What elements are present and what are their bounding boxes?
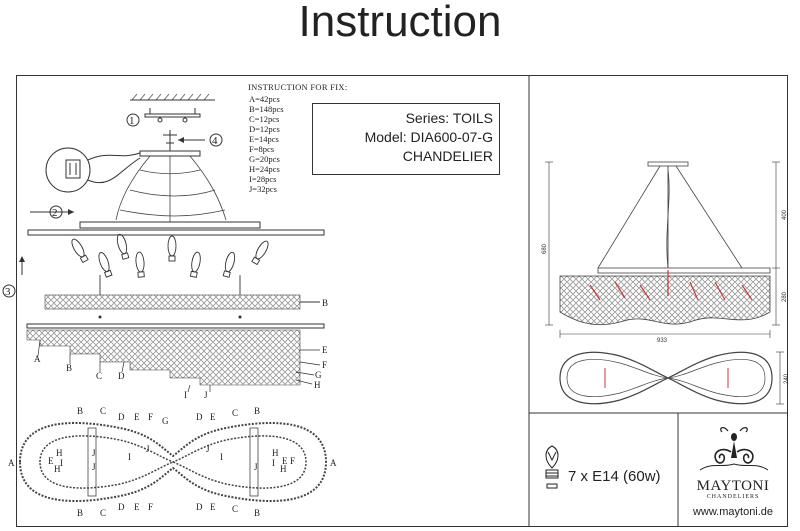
sheet-frame — [16, 75, 788, 527]
svg-text:I: I — [220, 452, 223, 462]
svg-text:B: B — [77, 508, 83, 518]
svg-text:C: C — [232, 408, 238, 418]
svg-text:J: J — [146, 444, 150, 454]
part-item: D=12pcs — [249, 124, 280, 134]
part-item: F=8pcs — [249, 144, 275, 154]
svg-text:H: H — [280, 464, 287, 474]
bulb-icon — [545, 445, 559, 489]
svg-text:J: J — [254, 462, 258, 472]
plan-view — [559, 351, 784, 405]
suspension-lines — [115, 155, 227, 222]
svg-text:D: D — [118, 412, 125, 422]
label-f: F — [322, 360, 327, 370]
dim-body: 280 — [782, 291, 788, 302]
svg-text:A: A — [330, 458, 337, 468]
page-title: Instruction — [298, 0, 502, 46]
svg-text:E: E — [134, 502, 140, 512]
svg-text:E: E — [210, 412, 216, 422]
step-2-label: 2 — [52, 207, 58, 219]
type-text: CHANDELIER — [402, 148, 493, 164]
part-item: B=148pcs — [249, 104, 284, 114]
svg-text:E: E — [282, 456, 288, 466]
svg-text:D: D — [196, 502, 203, 512]
label-i: I — [184, 390, 187, 400]
part-item: A=42pcs — [249, 94, 280, 104]
svg-text:A: A — [8, 458, 15, 468]
svg-text:J: J — [92, 448, 96, 458]
step3-marker: 3 — [2, 256, 25, 298]
svg-text:G: G — [162, 416, 169, 426]
label-e: E — [322, 345, 328, 355]
dim-depth: 240 — [784, 373, 790, 384]
label-j: J — [204, 390, 208, 400]
svg-text:C: C — [100, 406, 106, 416]
step-4-label: 4 — [212, 135, 218, 147]
front-dimensions — [545, 161, 780, 338]
candle-bulbs — [71, 233, 269, 295]
svg-text:I: I — [128, 452, 131, 462]
svg-text:I: I — [60, 458, 63, 468]
part-item: C=12pcs — [249, 114, 280, 124]
bulb-spec: 7 x E14 (60w) — [568, 468, 661, 485]
svg-text:B: B — [254, 406, 260, 416]
label-g: G — [315, 370, 322, 380]
part-item: I=28pcs — [249, 174, 277, 184]
part-item: H=24pcs — [249, 164, 280, 174]
model-text: Model: DIA600-07-G — [364, 129, 493, 145]
svg-text:H: H — [56, 448, 63, 458]
svg-text:H: H — [54, 464, 61, 474]
crystal-band-b: B — [44, 294, 328, 319]
step-3-label: 3 — [5, 286, 11, 298]
step-1-label: 1 — [129, 115, 135, 127]
part-item: J=32pcs — [249, 184, 277, 194]
part-item: G=20pcs — [249, 154, 280, 164]
bulb-marks — [589, 270, 753, 301]
label-b-lower: B — [66, 363, 72, 373]
label-b: B — [322, 298, 328, 308]
svg-text:J: J — [92, 462, 96, 472]
svg-text:D: D — [118, 502, 125, 512]
svg-text:C: C — [100, 508, 106, 518]
dim-total-height: 680 — [542, 243, 548, 254]
svg-text:F: F — [148, 502, 153, 512]
step1-ceiling-mount: 1 — [126, 93, 215, 127]
step2-frame-ring: 2 — [27, 205, 325, 236]
dim-width: 933 — [657, 338, 668, 344]
svg-text:D: D — [196, 412, 203, 422]
step4-canopy: 4 — [139, 130, 223, 157]
svg-text:F: F — [148, 412, 153, 422]
svg-text:J: J — [206, 444, 210, 454]
svg-text:H: H — [272, 448, 279, 458]
maytoni-logo-icon — [699, 427, 769, 471]
label-h: H — [314, 380, 321, 390]
svg-text:I: I — [272, 458, 275, 468]
svg-text:B: B — [77, 406, 83, 416]
fix-heading: INSTRUCTION FOR FIX: — [248, 82, 348, 92]
part-item: E=14pcs — [249, 134, 279, 144]
svg-text:E: E — [48, 456, 54, 466]
svg-text:E: E — [134, 412, 140, 422]
series-text: Series: TOILS — [405, 110, 493, 126]
crystal-cascade: E F G H A B C D I J — [26, 323, 328, 400]
dim-cable: 400 — [782, 209, 788, 220]
svg-text:B: B — [254, 508, 260, 518]
label-c: C — [96, 371, 102, 381]
top-view-layout — [18, 422, 328, 502]
svg-text:F: F — [290, 456, 295, 466]
brand-subtitle: CHANDELIERS — [706, 494, 760, 500]
wiring-detail — [45, 147, 141, 193]
front-view — [559, 161, 771, 326]
svg-text:C: C — [232, 504, 238, 514]
brand-name: MAYTONI — [696, 478, 770, 494]
parts-list: A=42pcs B=148pcs C=12pcs D=12pcs E=14pcs… — [249, 94, 284, 194]
svg-text:E: E — [210, 502, 216, 512]
label-d: D — [118, 371, 125, 381]
product-info-box: Series: TOILS Model: DIA600-07-G CHANDEL… — [312, 103, 500, 175]
website-link[interactable]: www.maytoni.de — [692, 506, 774, 518]
label-a: A — [34, 354, 41, 364]
